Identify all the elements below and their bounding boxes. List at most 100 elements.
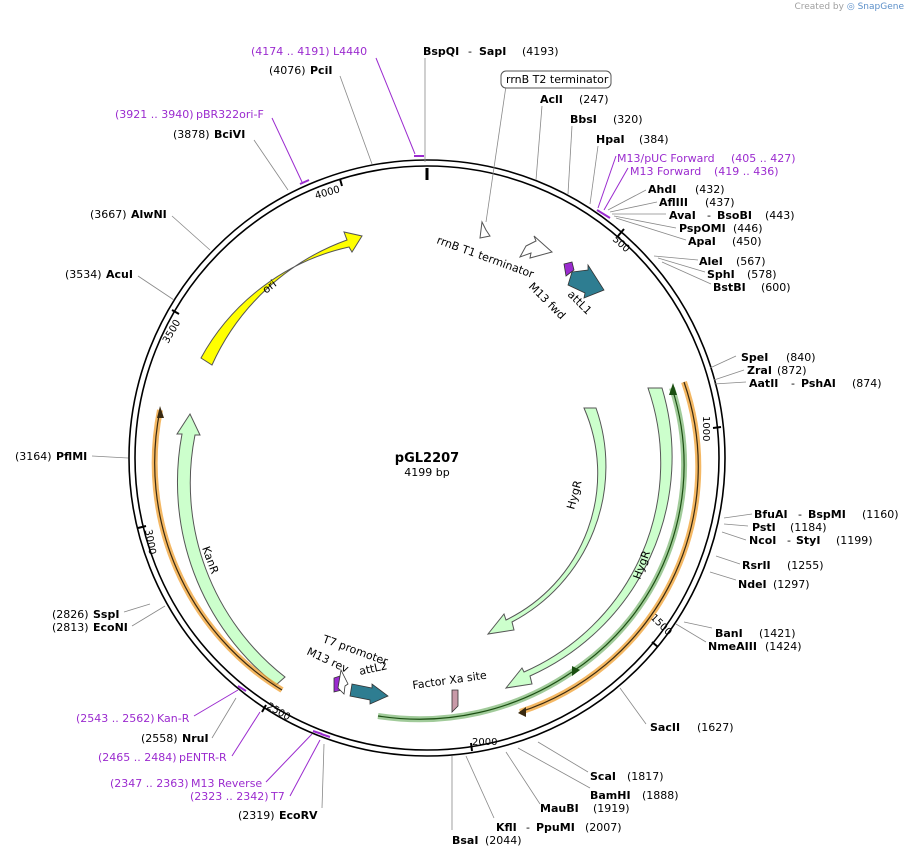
site-spei[interactable]: SpeI (840) bbox=[709, 351, 816, 369]
primer-t7[interactable]: (2323 .. 2342) T7 bbox=[190, 733, 331, 803]
svg-text:(320): (320) bbox=[613, 113, 643, 126]
kanr-orf-orange bbox=[151, 409, 284, 693]
svg-text:(247): (247) bbox=[579, 93, 609, 106]
site-kfli[interactable]: KflI - PpuMI (2007) bbox=[465, 755, 622, 834]
site-bcivi[interactable]: (3878) BciVI bbox=[173, 128, 289, 191]
svg-text:PspOMI: PspOMI bbox=[679, 222, 726, 235]
svg-text:(384): (384) bbox=[639, 133, 669, 146]
svg-text:NdeI: NdeI bbox=[738, 578, 767, 591]
rrnb-t1-feature[interactable] bbox=[518, 235, 554, 259]
svg-text:pENTR-R: pENTR-R bbox=[179, 751, 227, 764]
svg-text:(419 .. 436): (419 .. 436) bbox=[714, 165, 779, 178]
site-rsrii[interactable]: RsrII (1255) bbox=[715, 555, 824, 572]
svg-text:BanI: BanI bbox=[715, 627, 743, 640]
site-nrui[interactable]: (2558) NruI bbox=[141, 697, 237, 745]
site-aatii[interactable]: AatII - PshAI (874) bbox=[713, 377, 882, 390]
svg-text:(874): (874) bbox=[852, 377, 882, 390]
svg-text:(567): (567) bbox=[736, 255, 766, 268]
credit-prefix: Created by bbox=[794, 2, 844, 12]
bottom-orf-green-line bbox=[377, 671, 573, 720]
svg-text:(600): (600) bbox=[761, 281, 791, 294]
svg-text:(1297): (1297) bbox=[773, 578, 810, 591]
site-pcii[interactable]: (4076) PciI bbox=[269, 64, 373, 165]
m13fwd-feature[interactable] bbox=[563, 261, 575, 277]
t7-promoter-feature[interactable] bbox=[337, 668, 349, 695]
site-bstbi[interactable]: BstBI (600) bbox=[661, 261, 791, 294]
site-bamhi[interactable]: BamHI (1888) bbox=[517, 747, 679, 802]
svg-text:BsaI: BsaI bbox=[452, 834, 478, 847]
site-apai[interactable]: ApaI (450) bbox=[615, 217, 762, 248]
site-zrai[interactable]: ZraI (872) bbox=[713, 364, 807, 381]
site-psti[interactable]: PstI (1184) bbox=[723, 521, 827, 534]
svg-text:AclI: AclI bbox=[540, 93, 563, 106]
svg-text:2500: 2500 bbox=[265, 701, 293, 723]
site-ncoi[interactable]: NcoI - StyI (1199) bbox=[721, 531, 873, 547]
rrnb-t2-leader bbox=[485, 85, 507, 223]
site-sphi[interactable]: SphI (578) bbox=[657, 257, 777, 281]
svg-text:BsoBI: BsoBI bbox=[717, 209, 752, 222]
snapgene-credit: Created by ◎ SnapGene bbox=[794, 2, 904, 12]
svg-text:(840): (840) bbox=[786, 351, 816, 364]
site-ndei[interactable]: NdeI (1297) bbox=[709, 571, 810, 591]
site-ecorv[interactable]: (2319) EcoRV bbox=[238, 743, 325, 822]
site-avai[interactable]: AvaI - BsoBI (443) bbox=[612, 209, 795, 222]
primer-pbr322[interactable]: (3921 .. 3940) pBR322ori-F bbox=[115, 108, 310, 185]
svg-text:BbsI: BbsI bbox=[570, 113, 597, 126]
site-bbsi[interactable]: BbsI (320) bbox=[567, 113, 643, 195]
svg-text:-: - bbox=[791, 377, 795, 390]
attl2-label: attL2 bbox=[358, 659, 389, 678]
svg-text:(437): (437) bbox=[705, 196, 735, 209]
site-bsai[interactable]: BsaI (2044) bbox=[451, 756, 522, 847]
ori-feature[interactable] bbox=[200, 231, 363, 366]
site-alwni[interactable]: (3667) AlwNI bbox=[90, 208, 211, 251]
svg-text:T7: T7 bbox=[270, 790, 285, 803]
primer-pentr[interactable]: (2465 .. 2484) pENTR-R bbox=[98, 711, 261, 764]
right-orf-arrowhead bbox=[518, 707, 526, 717]
svg-text:(578): (578) bbox=[747, 268, 777, 281]
primer-m13rev[interactable]: (2347 .. 2363) M13 Reverse bbox=[110, 730, 323, 790]
svg-text:(1184): (1184) bbox=[790, 521, 827, 534]
svg-text:(872): (872) bbox=[777, 364, 807, 377]
svg-text:(1199): (1199) bbox=[836, 534, 873, 547]
site-ahdi[interactable]: AhdI (432) bbox=[607, 183, 725, 211]
site-sacii[interactable]: SacII (1627) bbox=[619, 687, 734, 734]
primer-m13puc[interactable]: M13/pUC Forward (405 .. 427) bbox=[596, 152, 796, 219]
site-econi[interactable]: (2813) EcoNI bbox=[52, 605, 166, 634]
factorxa-feature[interactable] bbox=[451, 689, 459, 713]
svg-text:KflI: KflI bbox=[496, 821, 517, 834]
site-bfuai[interactable]: BfuAI - BspMI (1160) bbox=[723, 508, 899, 521]
site-bspqi[interactable]: BspQI - SapI (4193) bbox=[423, 45, 559, 162]
site-aflii[interactable]: AflIII (437) bbox=[609, 196, 735, 213]
site-maubi[interactable]: MauBI (1919) bbox=[505, 751, 630, 815]
svg-text:(2813): (2813) bbox=[52, 621, 89, 634]
svg-text:SacII: SacII bbox=[650, 721, 680, 734]
svg-text:pBR322ori-F: pBR322ori-F bbox=[196, 108, 264, 121]
svg-text:(2323 .. 2342): (2323 .. 2342) bbox=[190, 790, 269, 803]
credit-brand: SnapGene bbox=[857, 2, 904, 12]
hygr-inner-feature[interactable] bbox=[486, 407, 607, 635]
site-scai[interactable]: ScaI (1817) bbox=[537, 741, 664, 783]
site-pspomi[interactable]: PspOMI (446) bbox=[613, 215, 763, 235]
svg-text:(3164): (3164) bbox=[15, 450, 52, 463]
site-alei[interactable]: AleI (567) bbox=[653, 255, 766, 268]
site-hpai[interactable]: HpaI (384) bbox=[589, 133, 669, 205]
attl1-feature[interactable] bbox=[567, 263, 605, 299]
kanr-feature[interactable] bbox=[176, 412, 286, 686]
site-acli[interactable]: AclI (247) bbox=[535, 93, 609, 181]
rrnb-t2-feature[interactable] bbox=[479, 220, 491, 239]
primer-m13fwd-top[interactable]: M13 Forward (419 .. 436) bbox=[603, 165, 779, 211]
primer-kanr[interactable]: (2543 .. 2562) Kan-R bbox=[76, 685, 247, 725]
attl2-feature[interactable] bbox=[349, 683, 389, 705]
site-nmeaiii[interactable]: NmeAIII (1424) bbox=[675, 623, 802, 653]
site-pflmi[interactable]: (3164) PflMI bbox=[15, 450, 129, 463]
svg-text:-: - bbox=[798, 508, 802, 521]
primer-l4440[interactable]: (4174 .. 4191) L4440 bbox=[251, 45, 424, 157]
site-sspi[interactable]: (2826) SspI bbox=[52, 603, 151, 621]
svg-text:SapI: SapI bbox=[479, 45, 506, 58]
svg-text:AleI: AleI bbox=[699, 255, 723, 268]
rrnb-t2-box bbox=[500, 70, 612, 89]
site-bani[interactable]: BanI (1421) bbox=[683, 621, 796, 640]
bottom-orf-green-arrowhead bbox=[572, 666, 580, 676]
hygr-outer-feature[interactable] bbox=[504, 387, 673, 689]
site-acui[interactable]: (3534) AcuI bbox=[65, 268, 175, 301]
